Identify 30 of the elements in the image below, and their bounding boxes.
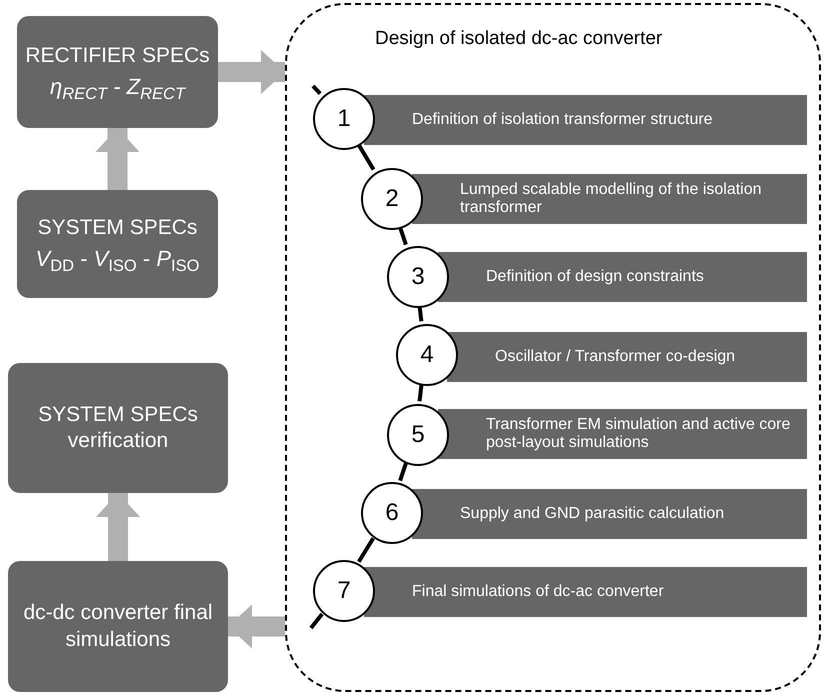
spec-formula: V$_{DD}$ - V$_{ISO}$ - P$_{ISO}$ — [36, 245, 200, 273]
connector-line — [418, 384, 424, 402]
connector-line — [312, 84, 322, 95]
connector-line — [357, 537, 375, 563]
connector-line — [356, 143, 376, 171]
process-box — [8, 561, 228, 692]
block-arrow — [228, 604, 285, 648]
process-box — [8, 363, 228, 493]
step-bar: Definition of isolation transformer structure — [364, 95, 807, 145]
box-heading: SYSTEM SPECs verification — [37, 402, 199, 454]
container-title: Design of isolated dc-ac converter — [375, 27, 662, 51]
connector-line — [418, 306, 424, 322]
step-bar: Transformer EM simulation and active core post-layout simulations — [438, 409, 807, 459]
connector-line — [309, 612, 324, 630]
box-heading: dc-dc converter final simulations — [22, 600, 214, 652]
step-bar: Supply and GND parasitic calculation — [412, 489, 807, 539]
block-arrow — [218, 50, 285, 94]
block-arrow — [96, 128, 140, 190]
process-box — [17, 190, 218, 298]
step-bar: Lumped scalable modelling of the isolation transformer — [412, 174, 807, 224]
connector-line — [398, 462, 408, 482]
spec-formula: η$_{RECT}$ - Z$_{RECT}$ — [50, 73, 186, 101]
box-heading: SYSTEM SPECs — [38, 215, 198, 242]
dashed-container — [285, 3, 821, 692]
box-heading: RECTIFIER SPECs — [25, 43, 210, 70]
step-bar: Definition of design constraints — [438, 252, 807, 302]
step-bar: Final simulations of dc-ac converter — [364, 567, 807, 617]
block-arrow — [96, 493, 140, 561]
step-bar: Oscillator / Transformer co-design — [447, 332, 807, 382]
process-box — [17, 16, 218, 128]
